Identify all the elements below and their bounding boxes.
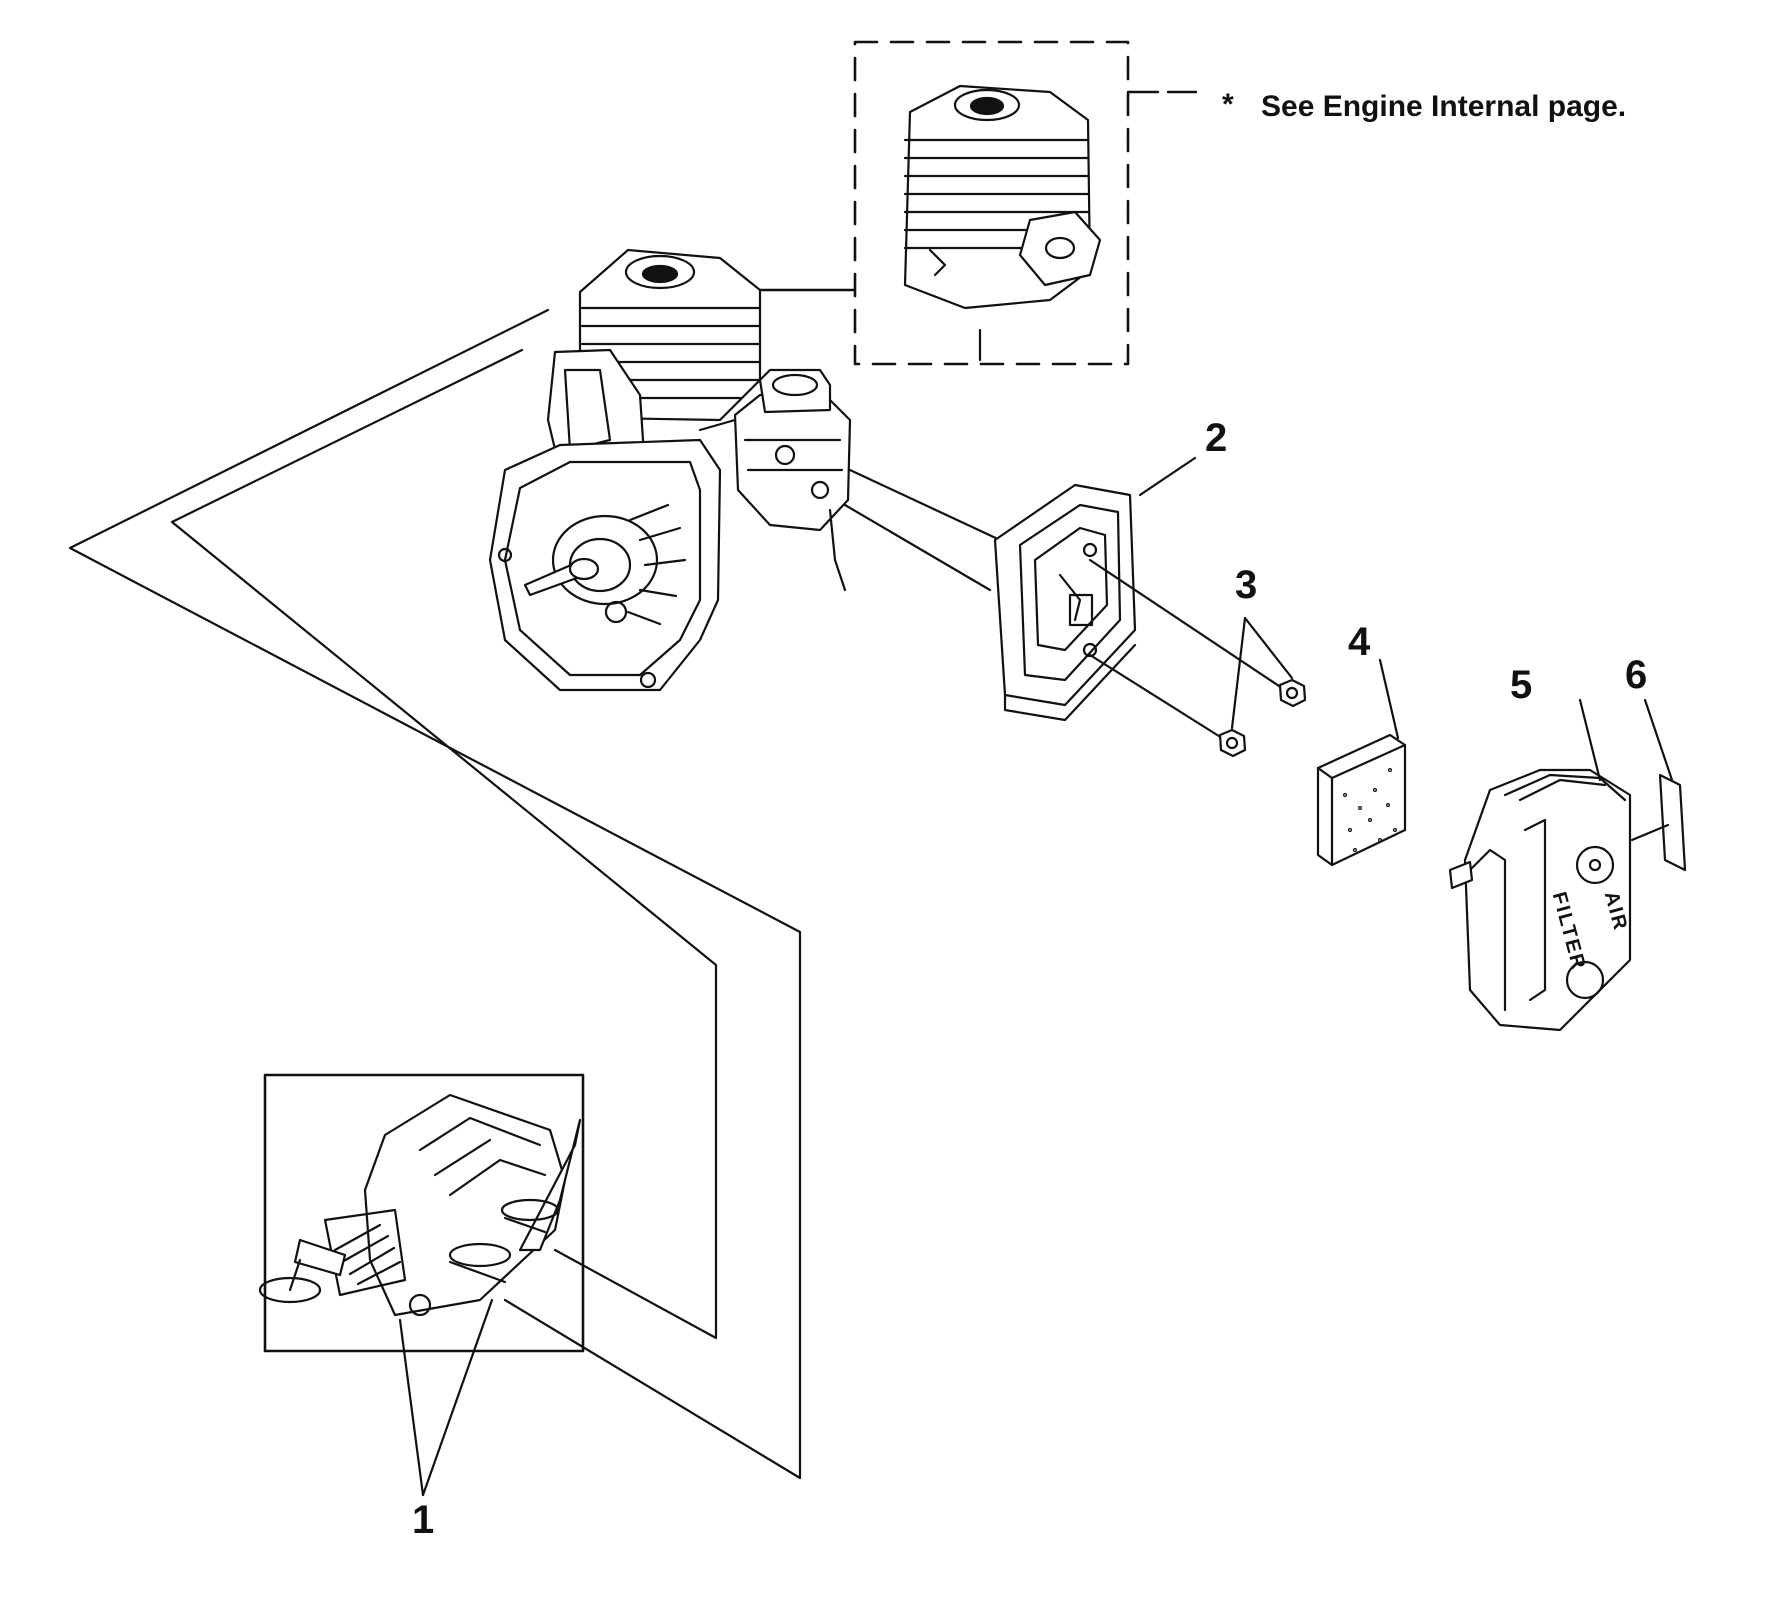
air-filter-base [995,485,1135,720]
carburetor [700,370,850,590]
callout-1-leaders [400,1300,492,1495]
cylinder-internal-part [905,86,1100,360]
engine-internal-note[interactable]: See Engine Internal page. [1261,90,1627,123]
engine-internal-note-asterisk: * [1222,88,1234,121]
carb-to-base-leader-lines [845,470,1000,590]
callout-3-leaders [1232,618,1292,728]
callout-2-leader [1140,458,1195,495]
callout-2: 2 [1205,416,1228,460]
engine-assembly [490,250,760,690]
callout-4: 4 [1348,620,1371,664]
callout-6: 6 [1625,653,1648,697]
ignition-module-inset [260,1075,583,1351]
filter-element [1318,660,1405,865]
callout-5: 5 [1510,663,1533,707]
air-filter-cover [1450,700,1630,1030]
engine-internal-dashed-box [757,42,1196,364]
callout-3: 3 [1235,563,1258,607]
outer-bracket-line [70,310,800,1478]
inner-bracket-line [172,350,716,1338]
decal [1632,700,1685,870]
nuts [1090,560,1305,756]
callout-1: 1 [412,1498,435,1542]
